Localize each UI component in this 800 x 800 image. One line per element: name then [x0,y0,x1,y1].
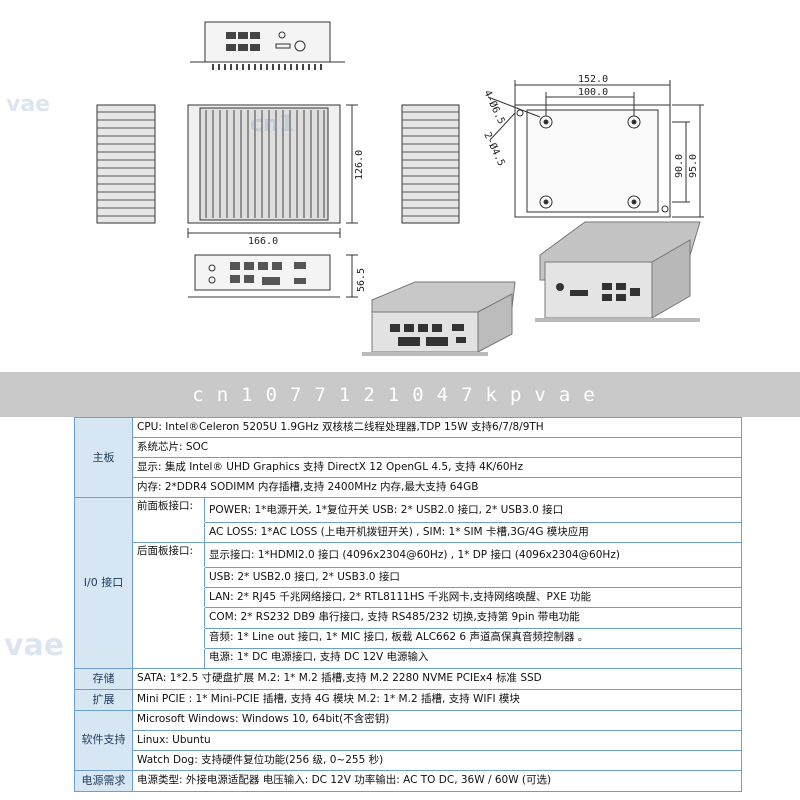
spec-row: LAN: 2* RJ45 千兆网络接口, 2* RTL8111HS 千兆网卡,支… [75,587,742,609]
id-banner: cn1077121047kpvae [0,372,800,417]
banner-text: cn1077121047kpvae [192,383,608,406]
dim-width-top: 152.0 [578,74,608,85]
spec-value: 系统芯片: SOC [132,437,742,459]
render-rear [362,281,516,356]
spec-row: 显示: 集成 Intel® UHD Graphics 支持 DirectX 12… [75,457,742,479]
technical-drawing: 126.0 166.0 152.0 100.0 4-Ø6.5 2-Ø4. [96,21,704,356]
dim-length: 166.0 [248,236,278,247]
dim-width-inner: 100.0 [578,87,608,98]
spec-value: Microsoft Windows: Windows 10, 64bit(不含密… [132,709,742,731]
front-panel-view [190,21,345,70]
spec-value: 内存: 2*DDR4 SODIMM 内存插槽,支持 2400MHz 内存,最大支… [132,477,742,499]
spec-value: Mini PCIE : 1* Mini-PCIE 插槽, 支持 4G 模块 M.… [132,688,742,711]
io-group-spacer [132,627,205,649]
spec-row: COM: 2* RS232 DB9 串行接口, 支持 RS485/232 切换,… [75,607,742,629]
spec-value: 电源类型: 外接电源适配器 电压输入: DC 12V 功率输出: AC TO D… [132,769,742,793]
top-view [187,104,358,238]
dim-depth-inner: 90.0 [674,154,685,178]
spec-row: 音频: 1* Line out 接口, 1* MIC 接口, 板载 ALC662… [75,627,742,649]
category-label: 扩展 [74,688,133,711]
spec-value: SATA: 1*2.5 寸硬盘扩展 M.2: 1* M.2 插槽,支持 M.2 … [132,667,742,690]
spec-value: CPU: Intel®Celeron 5205U 1.9GHz 双核核二线程处理… [132,416,742,439]
dim-hole2: 2-Ø4.5 [481,130,507,168]
bottom-view [487,80,704,218]
dim-side-height: 126.0 [354,150,365,180]
dim-depth-outer: 95.0 [688,154,699,178]
spec-value: USB: 2* USB2.0 接口, 2* USB3.0 接口 [204,567,742,589]
io-group-label: 前面板接口: [132,497,205,524]
spec-row: 系统芯片: SOC [75,437,742,459]
io-group-spacer [132,647,205,669]
spec-row: 电源: 1* DC 电源接口, 支持 DC 12V 电源输入 [75,647,742,669]
spec-row: 后面板接口:显示接口: 1*HDMI2.0 接口 (4096x2304@60Hz… [75,542,742,569]
io-group-spacer [132,607,205,629]
io-group-spacer [132,522,205,544]
side-view-right [401,104,460,224]
spec-value: POWER: 1*电源开关, 1*复位开关 USB: 2* USB2.0 接口,… [204,497,742,524]
category-label: I/0 接口 [74,497,133,669]
watermark: vae [4,628,65,663]
category-label: 软件支持 [74,709,133,771]
spec-value: 电源: 1* DC 电源接口, 支持 DC 12V 电源输入 [204,647,742,669]
spec-value: 显示接口: 1*HDMI2.0 接口 (4096x2304@60Hz) , 1*… [204,542,742,569]
spec-value: LAN: 2* RJ45 千兆网络接口, 2* RTL8111HS 千兆网卡,支… [204,587,742,609]
spec-value: Watch Dog: 支持硬件复位功能(256 级, 0~255 秒) [132,749,742,771]
spec-value: 音频: 1* Line out 接口, 1* MIC 接口, 板载 ALC662… [204,627,742,649]
rear-panel-view [188,254,358,298]
render-front [535,221,701,322]
spec-row: Linux: Ubuntu [75,729,742,751]
spec-row: AC LOSS: 1*AC LOSS (上电开机拨钮开关) , SIM: 1* … [75,522,742,544]
spec-row: I/0 接口前面板接口:POWER: 1*电源开关, 1*复位开关 USB: 2… [74,497,742,669]
category-label: 存储 [74,667,133,690]
side-view-left [96,104,156,224]
spec-row: 内存: 2*DDR4 SODIMM 内存插槽,支持 2400MHz 内存,最大支… [75,477,742,499]
category-label: 电源需求 [74,769,133,793]
io-group-label: 后面板接口: [132,542,205,569]
spec-row: 电源需求电源类型: 外接电源适配器 电压输入: DC 12V 功率输出: AC … [74,769,742,793]
spec-value: AC LOSS: 1*AC LOSS (上电开机拨钮开关) , SIM: 1* … [204,522,742,544]
spec-value: COM: 2* RS232 DB9 串行接口, 支持 RS485/232 切换,… [204,607,742,629]
category-label: 主板 [74,416,133,499]
spec-row: USB: 2* USB2.0 接口, 2* USB3.0 接口 [75,567,742,589]
spec-value: 显示: 集成 Intel® UHD Graphics 支持 DirectX 12… [132,457,742,479]
spec-value: Linux: Ubuntu [132,729,742,751]
dim-height: 56.5 [356,268,367,292]
io-group-spacer [132,587,205,609]
io-group-spacer [132,567,205,589]
spec-row: Watch Dog: 支持硬件复位功能(256 级, 0~255 秒) [75,749,742,771]
dim-hole4: 4-Ø6.5 [481,88,507,126]
